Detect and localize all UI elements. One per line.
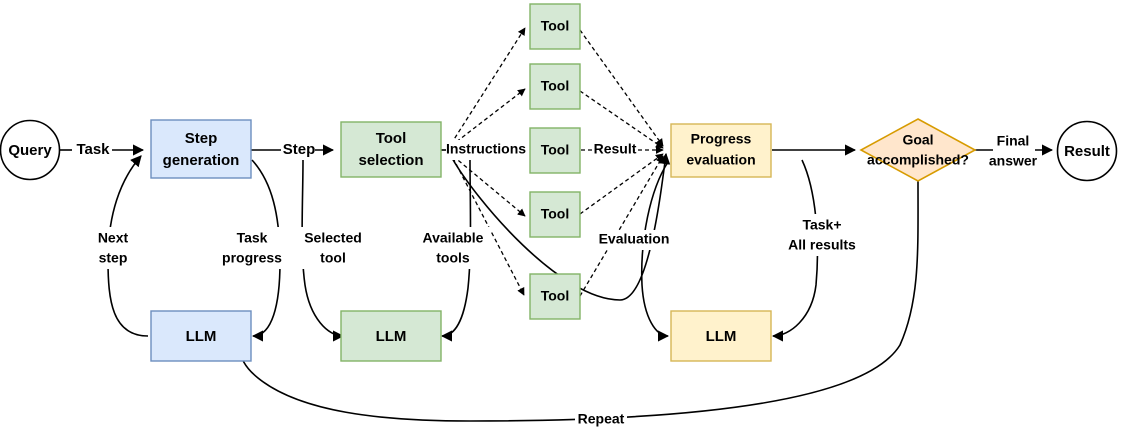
label-bg-instructions	[446, 140, 526, 160]
node-tool-3-label: Tool	[541, 142, 570, 158]
edge-tool4-result	[579, 153, 664, 215]
node-tool-4[interactable]	[529, 191, 581, 238]
node-tool-4-label: Tool	[541, 206, 570, 222]
node-tool-selection[interactable]	[340, 121, 442, 178]
node-llm-yellow[interactable]	[670, 310, 772, 362]
edge-task-all-results	[771, 159, 819, 342]
edge-label-selected-tool-line2: tool	[320, 250, 346, 266]
node-progress-evaluation-label-line2: evaluation	[686, 152, 755, 168]
edge-tool1-result	[579, 29, 664, 147]
node-llm-green[interactable]	[340, 310, 442, 362]
edge-label-task-progress-line1: Task	[237, 230, 268, 246]
edge-label-task-all-results-line2: All results	[788, 237, 856, 253]
node-progress-evaluation[interactable]	[670, 123, 772, 178]
label-bg-repeat	[575, 411, 627, 430]
edge-label-next-step-line2: step	[99, 250, 128, 266]
node-step-generation-label-line1: Step	[185, 130, 218, 147]
label-bg-evaluation	[594, 230, 674, 250]
node-step-generation[interactable]	[150, 119, 252, 179]
edge-evaluation	[640, 161, 670, 342]
node-llm-yellow-label: LLM	[706, 328, 737, 345]
edge-instructions-tool1	[450, 27, 526, 145]
label-bg-task-all-results	[778, 214, 866, 256]
label-bg-task-progress	[214, 227, 290, 269]
edge-instructions-tool2	[450, 88, 526, 147]
node-llm-blue-label: LLM	[186, 328, 217, 345]
node-tool-selection-label-line2: selection	[358, 152, 423, 169]
label-bg-selected-tool	[297, 227, 369, 269]
node-progress-evaluation-label-line1: Progress	[691, 131, 752, 147]
edge-label-final-answer-line1: Final	[997, 133, 1030, 149]
edge-tool2-result	[579, 90, 664, 149]
node-tool-1-label: Tool	[541, 18, 570, 34]
node-tool-selection-label-line1: Tool	[376, 130, 407, 147]
label-bg-final-answer	[993, 130, 1035, 172]
node-tool-5[interactable]	[529, 273, 581, 320]
edge-instructions-tool5	[452, 157, 525, 296]
edge-label-evaluation: Evaluation	[599, 231, 670, 247]
edge-label-selected-tool-line1: Selected	[304, 230, 362, 246]
node-step-generation-label-line2: generation	[163, 152, 240, 169]
node-tool-2[interactable]	[529, 63, 581, 110]
edge-label-task-all-results-line1: Task+	[802, 217, 841, 233]
node-query-label: Query	[8, 142, 52, 159]
edge-curve-to-progress-a	[451, 152, 671, 301]
node-result-label: Result	[1064, 143, 1110, 160]
node-goal-label-line2: accomplished?	[867, 152, 969, 168]
edge-label-task-progress-line2: progress	[222, 250, 282, 266]
edge-selected-tool	[301, 159, 345, 342]
node-llm-blue[interactable]	[150, 310, 252, 362]
edge-label-step: Step	[283, 141, 316, 158]
node-tool-2-label: Tool	[541, 78, 570, 94]
edge-label-available-tools-line1: Available	[423, 230, 484, 246]
node-tool-5-label: Tool	[541, 288, 570, 304]
node-query[interactable]	[0, 119, 61, 181]
label-bg-step	[283, 140, 315, 160]
edge-label-instructions: Instructions	[446, 141, 526, 157]
edge-label-available-tools-line2: tools	[436, 250, 470, 266]
edge-label-task: Task	[76, 141, 110, 158]
edge-instructions-tool4	[452, 155, 526, 217]
label-bg-result	[596, 140, 634, 160]
node-tool-3[interactable]	[529, 127, 581, 174]
node-goal-accomplished[interactable]	[859, 118, 977, 182]
edge-tool5-result	[579, 155, 664, 297]
label-bg-next-step	[87, 227, 139, 269]
node-llm-green-label: LLM	[376, 328, 407, 345]
edge-label-result: Result	[594, 141, 637, 157]
edge-label-next-step-line1: Next	[98, 230, 129, 246]
label-bg-task	[74, 140, 112, 160]
label-bg-available-tools	[415, 227, 491, 269]
node-result[interactable]	[1056, 120, 1118, 182]
edge-label-repeat: Repeat	[578, 411, 625, 427]
node-goal-label-line1: Goal	[902, 132, 933, 148]
node-tool-1[interactable]	[529, 3, 581, 50]
edge-label-final-answer-line2: answer	[989, 153, 1038, 169]
